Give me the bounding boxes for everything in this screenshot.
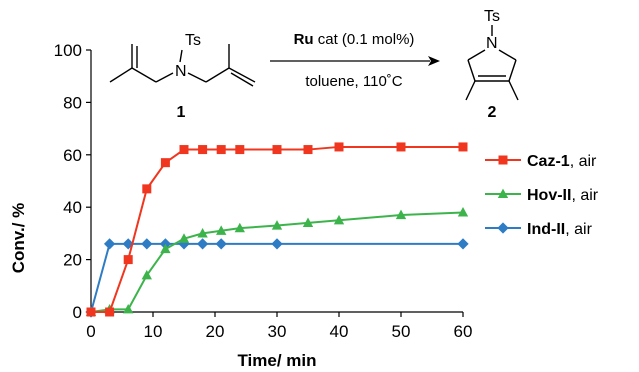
data-point-caz-1 (142, 184, 152, 194)
legend-label: Ind-II, air (527, 221, 593, 238)
x-tick-label: 30 (268, 322, 287, 341)
data-point-caz-1 (235, 145, 245, 155)
data-point-hov-ii (197, 228, 208, 238)
reactant-ts-label: Ts (185, 32, 201, 49)
x-tick-label: 60 (454, 322, 473, 341)
y-tick-label: 80 (63, 93, 82, 112)
y-axis-label: Conv./ % (9, 203, 28, 274)
legend-label: Caz-1, air (527, 153, 597, 170)
data-point-ind-ii (215, 238, 227, 250)
data-point-caz-1 (123, 255, 133, 265)
data-point-hov-ii (457, 207, 469, 217)
x-axis-label: Time/ min (237, 351, 316, 370)
x-tick-label: 50 (392, 322, 411, 341)
conditions-label: toluene, 110˚C (305, 73, 402, 90)
catalyst-label: Ru cat (0.1 mol%) (294, 31, 415, 48)
legend-item-hov-ii: Hov-II, air (485, 187, 599, 204)
data-point-ind-ii (103, 238, 116, 250)
series-hov-ii (85, 207, 469, 317)
y-tick-label: 0 (73, 303, 82, 322)
y-tick-label: 100 (54, 41, 82, 60)
reactant-structure (109, 44, 256, 87)
data-point-ind-ii (271, 238, 283, 250)
data-point-caz-1 (303, 145, 313, 155)
series-line-hov-ii (90, 211, 464, 313)
legend-label: Hov-II, air (527, 187, 599, 204)
data-point-caz-1 (105, 307, 115, 317)
data-point-hov-ii (395, 209, 407, 220)
data-point-caz-1 (198, 145, 208, 155)
legend-swatch-marker (497, 222, 509, 234)
data-point-hov-ii (302, 217, 314, 227)
x-tick-label: 20 (206, 322, 225, 341)
reaction-arrow (270, 56, 440, 66)
legend-swatch-marker (497, 188, 509, 199)
x-tick-label: 0 (86, 322, 95, 341)
data-point-hov-ii (123, 303, 134, 314)
product-ts-label: Ts (484, 8, 500, 25)
product-number: 2 (488, 104, 497, 121)
y-tick-label: 40 (63, 198, 82, 217)
product-n-label: N (486, 35, 498, 52)
reaction-scheme: Ts N 1 Ru cat (0.1 mol%) toluene, 110˚C … (109, 8, 519, 121)
data-point-ind-ii (141, 238, 153, 250)
data-point-ind-ii (196, 238, 209, 250)
data-point-hov-ii (141, 269, 152, 280)
data-point-caz-1 (334, 142, 344, 152)
legend-item-ind-ii: Ind-II, air (485, 221, 593, 238)
reactant-n-label: N (175, 63, 187, 80)
data-point-caz-1 (396, 142, 406, 152)
data-point-caz-1 (458, 142, 468, 152)
legend-item-caz-1: Caz-1, air (485, 153, 597, 170)
data-point-hov-ii (216, 225, 227, 235)
product-structure (465, 25, 519, 101)
reactant-number: 1 (177, 104, 186, 121)
legend-swatch-marker (498, 155, 508, 165)
series-line-caz-1 (91, 145, 463, 313)
y-tick-label: 20 (63, 251, 82, 270)
y-tick-label: 60 (63, 146, 82, 165)
data-point-ind-ii (457, 238, 469, 250)
data-point-caz-1 (160, 158, 170, 168)
x-tick-label: 40 (330, 322, 349, 341)
plot-area: 0 20 40 60 80 100 0 10 20 30 40 50 60 (54, 41, 473, 341)
data-point-hov-ii (234, 222, 245, 233)
data-point-caz-1 (272, 145, 282, 155)
data-point-hov-ii (271, 220, 283, 230)
data-point-caz-1 (179, 145, 189, 155)
axis-ticks: 0 20 40 60 80 100 0 10 20 30 40 50 60 (54, 41, 473, 341)
data-point-caz-1 (216, 145, 226, 155)
data-point-hov-ii (178, 233, 190, 243)
series-caz-1 (86, 142, 468, 317)
data-point-hov-ii (160, 243, 171, 254)
data-point-caz-1 (86, 307, 96, 317)
series-layer (85, 142, 469, 318)
data-point-hov-ii (333, 214, 345, 225)
x-tick-label: 10 (144, 322, 163, 341)
